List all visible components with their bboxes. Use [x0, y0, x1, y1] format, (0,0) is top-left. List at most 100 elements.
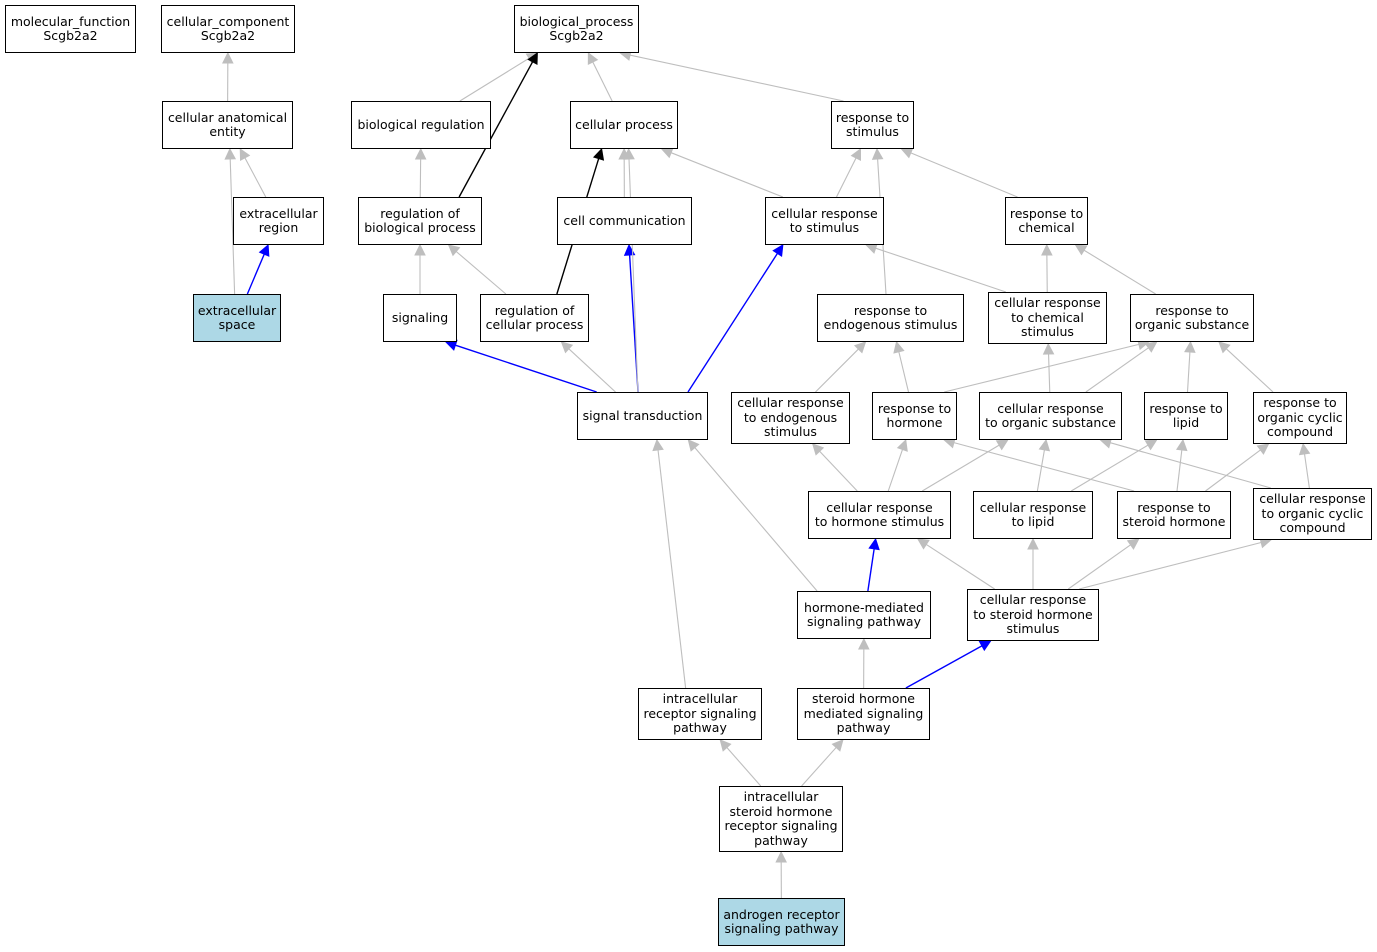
go-term-node: cellular process	[570, 101, 678, 149]
edge-arrowhead	[853, 341, 867, 354]
edge-line	[887, 449, 904, 492]
edge-arrowhead	[893, 340, 905, 354]
edge-arrowhead	[414, 243, 426, 256]
go-term-node: cellular response to steroid hormone sti…	[967, 589, 1099, 641]
edge-line	[875, 247, 1007, 293]
go-term-node: cellular response to stimulus	[765, 197, 884, 245]
edge-arrowhead	[587, 51, 599, 65]
go-term-node: cellular response to hormone stimulus	[808, 491, 951, 539]
go-term-label: intracellular steroid hormone receptor s…	[724, 789, 838, 848]
edge-line	[1186, 351, 1191, 393]
edge-arrowhead	[1184, 340, 1196, 353]
edge-line	[657, 449, 687, 689]
go-term-node: biological regulation	[351, 101, 491, 149]
edge-line	[1110, 442, 1271, 489]
edge-arrowhead	[868, 537, 880, 551]
go-term-label: intracellular receptor signaling pathway	[643, 691, 757, 736]
edge-arrowhead	[871, 147, 884, 160]
edge-arrowhead	[224, 147, 237, 160]
edge-line	[592, 61, 613, 102]
go-term-label: response to endogenous stimulus	[823, 302, 958, 332]
go-term-label: extracellular region	[239, 205, 318, 235]
go-term-node: signaling	[383, 294, 457, 342]
go-term-label: biological regulation	[357, 116, 485, 132]
edge-line	[1225, 348, 1274, 393]
go-term-node: regulation of cellular process	[480, 294, 589, 342]
edge-line	[819, 450, 858, 492]
go-term-label: androgen receptor signaling pathway	[723, 906, 840, 936]
edge-line	[898, 351, 910, 393]
edge-arrowhead	[1074, 244, 1088, 256]
edge-arrowhead	[414, 147, 427, 160]
go-term-node: cellular response to organic cyclic comp…	[1253, 488, 1372, 540]
edge-line	[910, 152, 1018, 198]
edge-arrowhead	[1041, 243, 1053, 256]
go-term-label: signaling	[391, 309, 449, 325]
edge-line	[815, 348, 859, 393]
edge-arrowhead	[916, 538, 930, 550]
edge-arrowhead	[527, 52, 538, 65]
edge-line	[1176, 449, 1183, 492]
go-term-label: cellular response to organic substance	[985, 400, 1116, 430]
edge-line	[458, 61, 534, 198]
edge-line	[459, 57, 530, 102]
edge-arrowhead	[1256, 443, 1270, 455]
edge-line	[1085, 347, 1149, 393]
edge-line	[244, 157, 267, 198]
go-term-node: response to organic cyclic compound	[1253, 392, 1347, 444]
edge-line	[687, 253, 779, 393]
go-term-node: cellular response to chemical stimulus	[988, 292, 1107, 344]
go-term-label: regulation of cellular process	[485, 302, 584, 332]
edge-line	[1048, 353, 1051, 393]
edge-arrowhead	[900, 147, 914, 159]
go-term-label: response to steroid hormone	[1122, 499, 1226, 529]
go-term-node: biological_process Scgb2a2	[514, 5, 639, 53]
go-term-label: cellular response to hormone stimulus	[814, 499, 945, 529]
edge-arrowhead	[719, 739, 732, 752]
go-term-label: response to lipid	[1149, 400, 1223, 430]
go-term-label: hormone-mediated signaling pathway	[804, 599, 924, 629]
edge-arrowhead	[1144, 341, 1158, 353]
edge-arrowhead	[995, 439, 1009, 451]
go-term-label: response to chemical	[1009, 205, 1084, 235]
edge-line	[568, 348, 616, 393]
edge-arrowhead	[592, 147, 605, 161]
go-term-node: intracellular receptor signaling pathway	[638, 688, 762, 740]
edge-line	[726, 747, 762, 787]
edge-arrowhead	[1298, 442, 1311, 456]
edge-line	[944, 343, 1140, 393]
edge-line	[801, 747, 837, 787]
go-term-label: regulation of biological process	[364, 205, 476, 235]
edge-arrowhead	[652, 438, 664, 452]
edge-line	[1036, 449, 1045, 492]
edge-arrowhead	[1027, 537, 1039, 550]
go-term-node: cellular response to organic substance	[979, 392, 1122, 440]
edge-arrowhead	[978, 640, 992, 652]
go-term-node: response to stimulus	[831, 101, 914, 149]
go-term-label: cellular response to lipid	[979, 499, 1087, 529]
go-term-node: response to steroid hormone	[1117, 491, 1231, 539]
go-term-label: response to hormone	[877, 400, 952, 430]
edge-arrowhead	[1218, 341, 1231, 354]
edge-line	[925, 543, 995, 590]
go-term-label: cellular_component Scgb2a2	[166, 13, 290, 43]
edge-arrowhead	[1042, 342, 1055, 355]
edge-arrowhead	[896, 438, 908, 452]
go-term-node: cellular response to endogenous stimulus	[731, 392, 850, 444]
edge-line	[1067, 544, 1131, 590]
go-term-node: signal transduction	[577, 392, 708, 440]
go-term-node: cell communication	[557, 197, 692, 245]
edge-arrowhead	[772, 244, 784, 257]
edge-line	[1083, 249, 1156, 295]
edge-arrowhead	[222, 51, 234, 64]
edge-line	[1070, 444, 1149, 492]
go-term-node: cellular_component Scgb2a2	[161, 5, 295, 53]
go-term-label: cellular response to steroid hormone sti…	[973, 592, 1093, 637]
edge-arrowhead	[811, 443, 825, 456]
edge-line	[229, 158, 236, 295]
edge-line	[905, 645, 983, 689]
go-term-label: extracellular space	[197, 302, 277, 332]
go-term-label: molecular_function Scgb2a2	[10, 13, 131, 43]
